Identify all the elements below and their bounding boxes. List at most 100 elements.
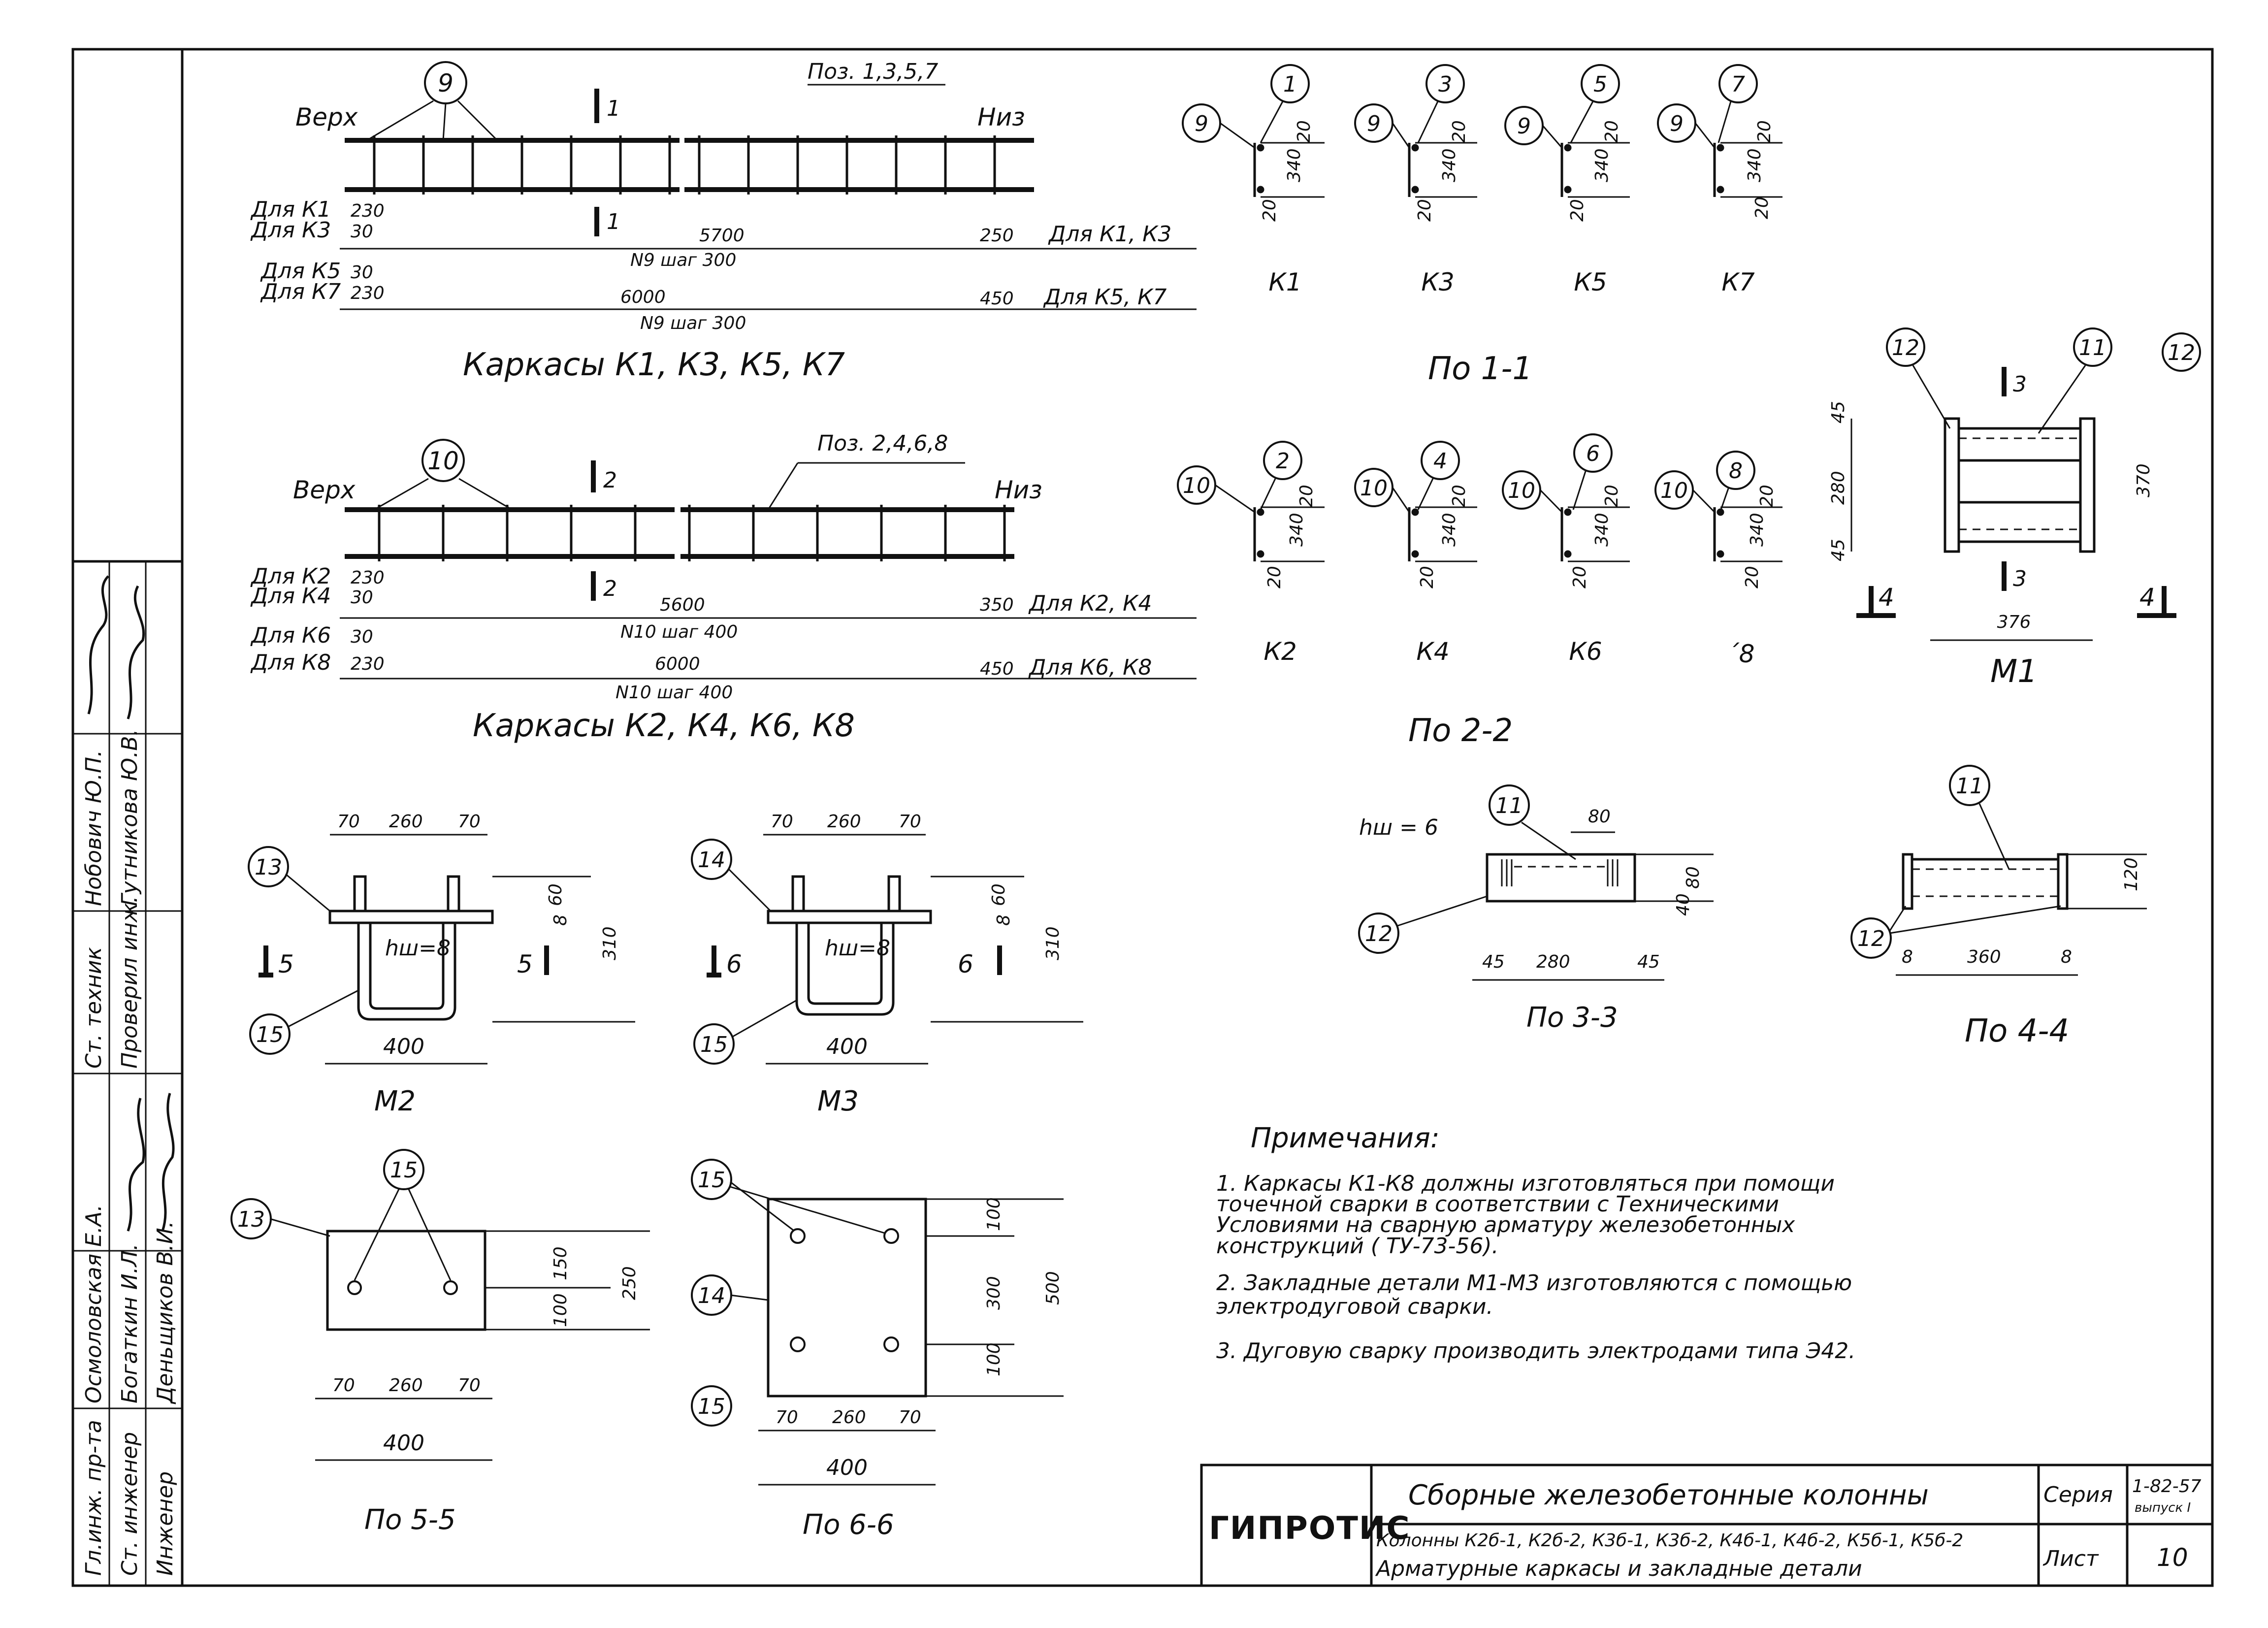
sec44-dim-h: 120	[2121, 857, 2141, 891]
m2-callout-bar: 15	[256, 1022, 284, 1047]
m2-callout-plate: 13	[255, 855, 282, 880]
m2-dim-e: 8	[551, 914, 571, 926]
m2-section-right: 5	[517, 950, 533, 978]
sec-4-4-group: 11 120 12 8 360 8 По 4-4	[1850, 765, 2147, 1049]
m3-dim-b: 260	[827, 812, 861, 832]
title-block-series-value: 1-82-57	[2132, 1476, 2202, 1497]
m2-dim-w: 400	[383, 1034, 424, 1059]
section-2-2-group: 10 2 20 340 20 К2 10 4 20 340 20 К4 10 6	[1177, 433, 1782, 749]
sec44-dim-l: 8	[1902, 947, 1913, 967]
m3-callout-plate: 14	[698, 847, 725, 873]
s22-k2-side: 10	[1183, 473, 1210, 498]
m1-callout-c: 12	[2168, 340, 2195, 365]
stamp-role-3: Инженер	[153, 1471, 178, 1576]
frames-a-row3-label: Для К5	[260, 259, 341, 284]
frames-a-row1-end: 250	[980, 226, 1014, 246]
frames-a-callout: 9	[438, 69, 454, 98]
s22-k8-dim-c: 20	[1742, 566, 1762, 588]
notes-line-1: 1. Каркасы К1-К8 должны изготовляться пр…	[1216, 1171, 1835, 1196]
sec-6-6-group: 15 14 15 100 300 100 500 70 260 70 400 П…	[691, 1159, 1064, 1541]
frames-b-row3-mid: 6000	[655, 654, 700, 674]
m1-callout-b: 11	[2079, 335, 2106, 360]
stamp-name-3: Деньщиков В.И.	[153, 1221, 178, 1404]
stamp-role-1: Гл.инж. пр-та	[81, 1420, 106, 1576]
frames-b-row2-label: Для К4	[250, 584, 331, 609]
sec33-dim-h2: 40	[1673, 893, 1693, 916]
sec33-callout-a: 11	[1495, 793, 1523, 818]
sec66-dim-v3: 100	[984, 1342, 1004, 1376]
sec66-dim-h: 500	[1043, 1271, 1063, 1305]
s22-k4-side: 10	[1360, 476, 1388, 501]
title-block-org: ГИПРОТИС	[1209, 1510, 1410, 1547]
frames-a-pos-note: Поз. 1,3,5,7	[808, 59, 938, 84]
m3-label: М3	[817, 1085, 859, 1117]
m2-dim-c: 70	[458, 812, 481, 832]
frames-b-row4-label: Для К8	[250, 650, 331, 675]
sec55-callout-plate: 13	[237, 1207, 265, 1232]
s11-k1-dim-c: 20	[1260, 199, 1280, 222]
frames-b-row4-start: 230	[351, 654, 385, 674]
s11-k7-side: 9	[1670, 111, 1684, 136]
s22-k4-dim-a: 20	[1449, 485, 1469, 507]
s22-k6-num: 6	[1586, 441, 1600, 466]
m3-callout-bar: 15	[700, 1032, 728, 1057]
frames-b-row2-note: N10 шаг 400	[620, 622, 738, 642]
notes-line-4: конструкций ( ТУ-73-56).	[1216, 1234, 1498, 1259]
frames-a-left-label: Верх	[295, 103, 358, 131]
m3-dim-c: 70	[899, 812, 921, 832]
m1-section4-left: 4	[1879, 583, 1894, 612]
title-block-sheet-value: 10	[2157, 1543, 2188, 1572]
m2-weld: hш=8	[385, 936, 451, 961]
m2-dim-a: 70	[337, 812, 360, 832]
m2-dim-b: 260	[389, 812, 423, 832]
frames-b-row1-end-label: Для К2, К4	[1028, 591, 1152, 616]
s22-k6-side: 10	[1508, 478, 1535, 503]
title-block-sub2: Арматурные каркасы и закладные детали	[1375, 1556, 1862, 1581]
s11-k5-dim-c: 20	[1567, 199, 1588, 222]
stamp-name-1: Осмоловская Е.А.	[81, 1205, 106, 1403]
s22-k2-dim-b: 340	[1287, 513, 1307, 547]
frames-a-row1-start: 230	[351, 201, 385, 221]
sec66-callout-plate: 14	[698, 1283, 725, 1308]
section-1-1-title: По 1-1	[1428, 351, 1532, 387]
frames-b-callout: 10	[427, 447, 459, 475]
m3-section-left: 6	[726, 950, 742, 978]
m1-dim-height: 370	[2134, 463, 2154, 497]
sec33-weld: hш = 6	[1359, 815, 1438, 840]
frames-b-row1-end: 350	[980, 595, 1014, 615]
frames-b-row1-start: 230	[351, 568, 385, 588]
s11-k7-label: К7	[1721, 268, 1754, 296]
side-stamp: Гл.инж. пр-та Ст. инженер Инженер Осмоло…	[71, 560, 184, 1587]
notes-group: Примечания: 1. Каркасы К1-К8 должны изго…	[1216, 1122, 1855, 1364]
frames-b-row4-note: N10 шаг 400	[616, 683, 733, 703]
s22-k6-dim-a: 20	[1602, 485, 1622, 507]
notes-line-5: 2. Закладные детали М1-М3 изготовляются …	[1216, 1270, 1852, 1296]
m1-section3-bottom: 3	[2013, 566, 2027, 591]
frames-a-group: Поз. 1,3,5,7 Верх Низ 1 1 9 Для К1	[250, 59, 1197, 383]
sec33-dim-top: 80	[1588, 807, 1611, 827]
title-block: ГИПРОТИС Сборные железобетонные колонны …	[1200, 1464, 2214, 1587]
signature-mark-1	[87, 575, 109, 715]
s22-k4-num: 4	[1433, 449, 1447, 474]
sec33-dim-h1: 80	[1683, 866, 1703, 889]
sec66-dim-v2: 300	[984, 1276, 1004, 1310]
sec-3-3-group: hш = 6 11 80 80 40 12 45 280 45 По 3-3	[1358, 784, 1714, 1034]
frames-a-row3-start: 30	[351, 262, 373, 283]
m2-dim-h: 310	[600, 926, 620, 960]
s11-k5-side: 9	[1517, 114, 1531, 139]
frames-a-title: Каркасы К1, К3, К5, К7	[463, 347, 845, 383]
m3-dim-d: 60	[989, 883, 1009, 906]
m1-section3-top: 3	[2013, 372, 2027, 397]
frames-a-row1-mid: 5700	[699, 226, 745, 246]
stamp-role2-2: Проверил инж.	[117, 896, 142, 1069]
section-1-1-group: 9 1 20 340 20 К1 9 3 20 340 20 К3 9 5	[1182, 64, 1782, 387]
frames-b-section-mark-top: 2	[603, 468, 617, 493]
sec33-dim-l: 45	[1482, 952, 1505, 972]
title-block-sub1: Колонны К2б-1, К2б-2, К3б-1, К3б-2, К4б-…	[1376, 1530, 1963, 1551]
frames-a-row2-label: Для К3	[250, 218, 331, 243]
m1-dim-width: 376	[1997, 612, 2031, 632]
sec66-dim-v1: 100	[984, 1197, 1004, 1231]
frames-b-group: Поз. 2,4,6,8 Верх Низ 2 2 10 Для К2 230 …	[250, 431, 1197, 744]
notes-line-3: Условиями на сварную арматуру железобето…	[1216, 1212, 1795, 1237]
s11-k7-dim-a: 20	[1754, 120, 1775, 143]
